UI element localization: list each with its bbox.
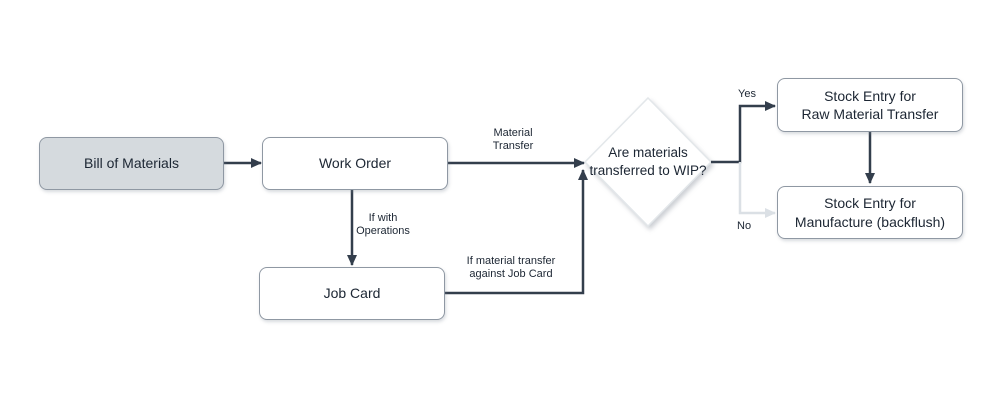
node-stock-entry-raw-material-transfer-label: Stock Entry for Raw Material Transfer	[801, 87, 939, 122]
node-decision-wip-label: Are materials transferred to WIP?	[589, 145, 707, 178]
node-stock-entry-manufacture-label: Stock Entry for Manufacture (backflush)	[794, 195, 946, 230]
edge-decision-yes-to-stock-entry-raw	[711, 101, 776, 164]
edge-label-yes: Yes	[738, 88, 756, 100]
edge-decision-no-to-stock-entry-manufacture	[738, 162, 776, 218]
node-bill-of-materials: Bill of Materials	[39, 137, 224, 190]
node-stock-entry-raw-material-transfer: Stock Entry for Raw Material Transfer	[777, 78, 963, 132]
node-stock-entry-manufacture: Stock Entry for Manufacture (backflush)	[777, 186, 963, 239]
edge-job-card-to-decision	[445, 169, 588, 295]
node-job-card-label: Job Card	[323, 285, 381, 302]
edge-label-if-material-transfer-against-job-card: If material transfer against Job Card	[466, 255, 556, 281]
node-job-card: Job Card	[259, 267, 445, 320]
node-bill-of-materials-label: Bill of Materials	[84, 155, 179, 172]
edge-label-material-transfer: Material Transfer	[492, 127, 534, 153]
node-work-order-label: Work Order	[318, 155, 392, 172]
node-work-order: Work Order	[262, 137, 448, 190]
edge-label-if-with-operations: If with Operations	[356, 212, 410, 238]
edge-label-no: No	[737, 220, 752, 232]
decision-diamond-shape	[583, 96, 713, 228]
